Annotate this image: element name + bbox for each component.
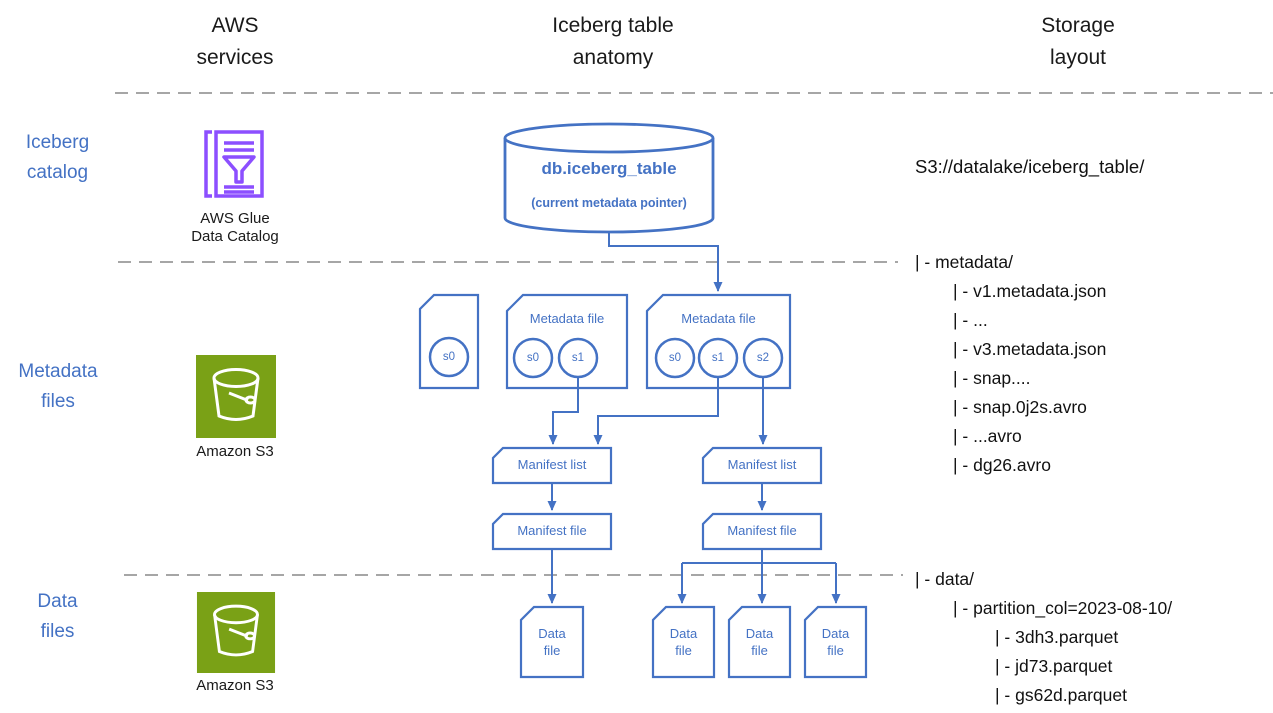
manifest-list-1-label: Manifest list [517,457,587,472]
snapshot-circle-f1-s0 [428,336,470,378]
storage-metadata-file: | - snap.... [953,368,1031,388]
storage-data-tree: | - data/ | - partition_col=2023-08-10/ … [915,565,1172,710]
column-header-storage-layout: Storage layout [1041,14,1115,69]
column-header-iceberg-anatomy: Iceberg table anatomy [552,14,674,69]
data-file-4-label: Data file [821,626,850,658]
snapshot-label-f3-s1: s1 [711,352,725,364]
connector-catalog-to-metadata3 [608,232,723,292]
manifest-file-1-label: Manifest file [517,523,587,538]
snapshot-label-f2-s0: s0 [526,352,540,364]
storage-data-file: | - 3dh3.parquet [995,627,1119,647]
row-label-data-files: Data files [37,591,78,642]
storage-metadata-file: | - ...avro [953,426,1022,446]
snapshot-label-f2-s1: s1 [571,352,585,364]
column-header-aws-services: AWS services [196,14,274,69]
storage-metadata-file: | - dg26.avro [953,455,1051,475]
manifest-file-2-label: Manifest file [727,523,797,538]
storage-metadata-dir: | - metadata/ [915,252,1013,272]
snapshot-label-f3-s0: s0 [668,352,682,364]
s3-caption-data: Amazon S3 [196,677,274,694]
connector-f3s1-to-manifestlist1 [593,377,719,445]
data-file-1-label: Data file [538,626,566,658]
glue-caption: AWS Glue Data Catalog [191,210,279,245]
storage-metadata-file: | - ... [953,310,988,330]
data-file-2-label: Data file [669,626,698,658]
manifest-list-2-label: Manifest list [727,457,797,472]
snapshot-circle-f2-s0 [512,337,554,379]
metadata-file-2-label: Metadata file [529,311,605,326]
data-file-2-shape [651,605,716,679]
storage-data-file: | - jd73.parquet [995,656,1113,676]
catalog-db-name: db.iceberg_table [541,159,677,178]
data-file-3-label: Data file [745,626,774,658]
storage-metadata-tree: | - metadata/ | - v1.metadata.json | - .… [915,248,1106,480]
storage-partition-dir: | - partition_col=2023-08-10/ [953,598,1173,618]
row-label-iceberg-catalog: Iceberg catalog [25,132,90,183]
snapshot-label-f1-s0: s0 [442,351,456,363]
data-file-4-shape [803,605,868,679]
snapshot-label-f3-s2: s2 [756,352,770,364]
row-label-metadata-files: Metadata files [18,361,98,412]
connectors [547,232,841,604]
connector-f2s1-to-manifestlist1 [548,377,579,445]
storage-data-file: | - gs62d.parquet [995,685,1127,705]
storage-metadata-file: | - v1.metadata.json [953,281,1107,301]
aws-glue-data-catalog-icon [204,130,264,198]
catalog-cylinder [503,122,715,234]
storage-metadata-file: | - v3.metadata.json [953,339,1107,359]
amazon-s3-icon-metadata [196,355,276,438]
data-file-1-shape [519,605,585,679]
amazon-s3-icon-data [196,592,276,673]
metadata-file-3-label: Metadata file [681,311,756,326]
catalog-pointer-label: (current metadata pointer) [531,196,687,210]
storage-metadata-file: | - snap.0j2s.avro [953,397,1087,417]
storage-data-dir: | - data/ [915,569,975,589]
storage-root-path: S3://datalake/iceberg_table/ [915,156,1145,177]
snapshot-circle-f3-s0 [654,337,696,379]
s3-caption-metadata: Amazon S3 [196,443,274,460]
data-file-3-shape [727,605,792,679]
